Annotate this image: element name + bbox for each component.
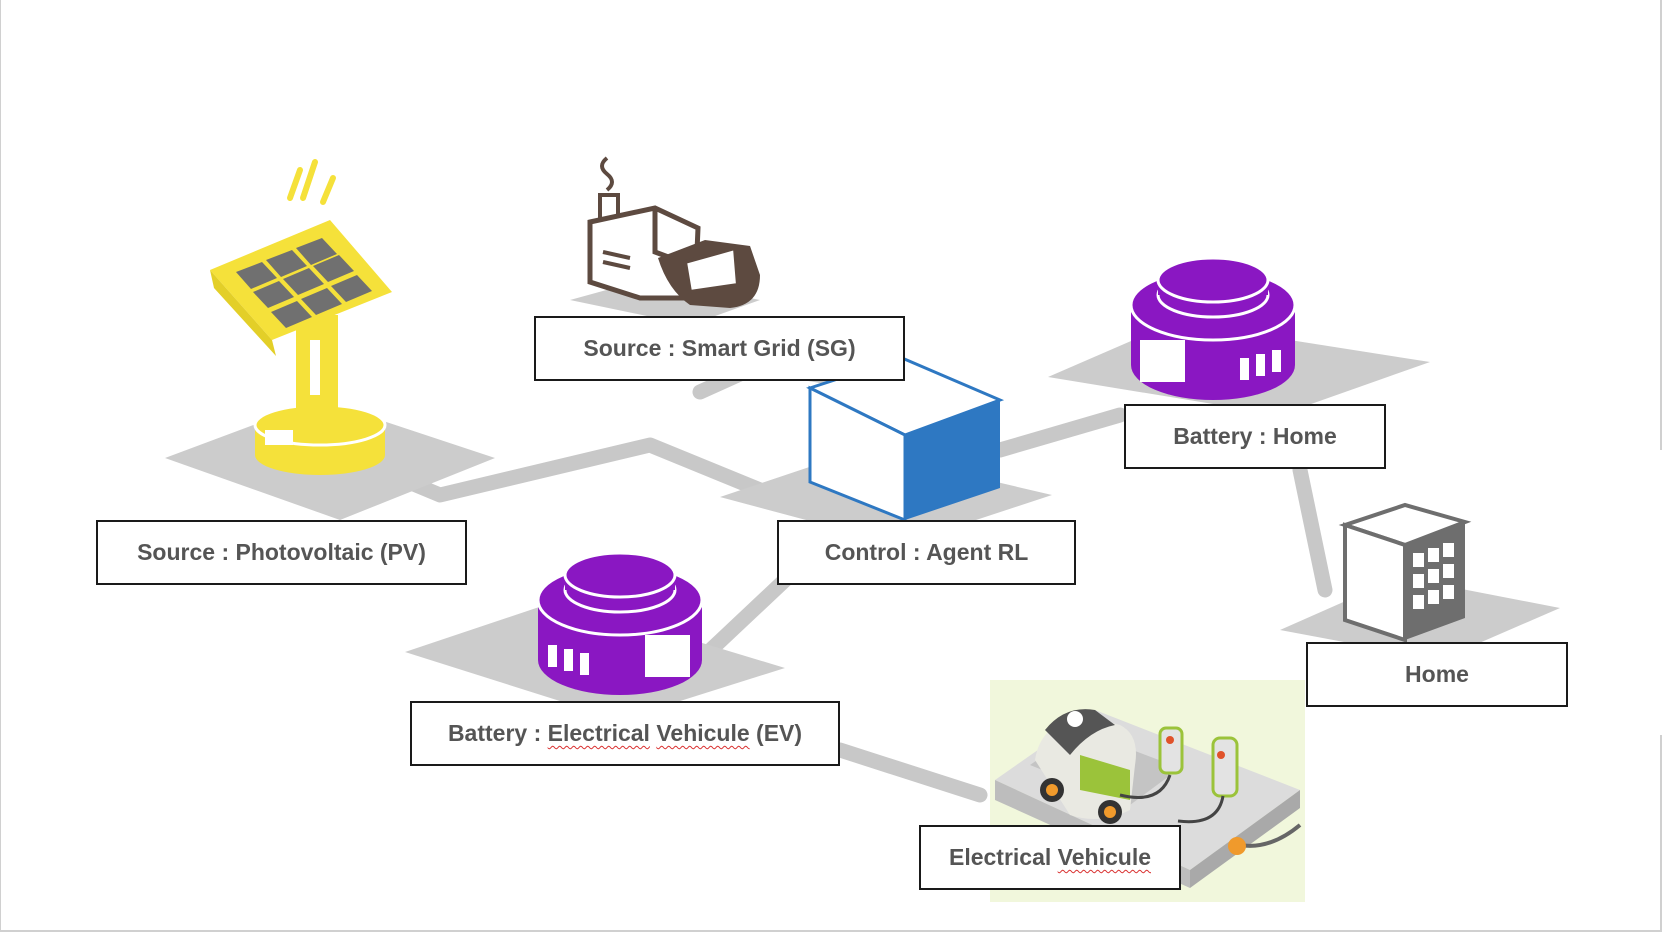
frame-line-right-lower: [1660, 735, 1662, 932]
battery-icon: [1129, 256, 1297, 400]
connector-battery-ev-ev: [832, 742, 988, 803]
label-ev-word2: Vehicule: [1057, 844, 1151, 870]
label-electrical-vehicule: Electrical Vehicule: [919, 825, 1181, 890]
label-battery-ev-suffix: (EV): [749, 720, 803, 746]
label-battery-ev: Battery : Electrical Vehicule (EV): [410, 701, 840, 766]
label-ev-word1: Electrical: [948, 844, 1052, 870]
building-icon: [1338, 502, 1472, 643]
label-battery-home-text: Battery : Home: [1173, 423, 1337, 449]
label-home: Home: [1306, 642, 1568, 707]
label-battery-home: Battery : Home: [1124, 404, 1386, 469]
label-battery-ev-word1: Electrical: [547, 720, 650, 746]
agent-cube-icon: [806, 356, 1005, 523]
connector-agent-battery-home: [992, 407, 1128, 458]
label-battery-ev-word2: Vehicule: [656, 720, 750, 746]
label-battery-ev-prefix: Battery :: [447, 720, 548, 746]
label-source-pv: Source : Photovoltaic (PV): [96, 520, 467, 585]
label-source-pv-text: Source : Photovoltaic (PV): [137, 539, 426, 565]
label-control-agent-text: Control : Agent RL: [824, 539, 1029, 565]
label-control-agent: Control : Agent RL: [777, 520, 1076, 585]
frame-line-bottom: [0, 930, 1662, 932]
label-source-sg-text: Source : Smart Grid (SG): [583, 335, 856, 361]
connectors: [372, 357, 1333, 803]
solar-panel-icon: [210, 159, 392, 475]
label-source-sg: Source : Smart Grid (SG): [534, 316, 905, 381]
frame-line-left: [0, 0, 1, 932]
frame-line-right: [1660, 0, 1662, 450]
battery-icon: [536, 551, 704, 695]
label-home-text: Home: [1405, 661, 1469, 687]
connector-battery-home-home: [1292, 462, 1333, 598]
power-plant-icon: [587, 156, 760, 308]
